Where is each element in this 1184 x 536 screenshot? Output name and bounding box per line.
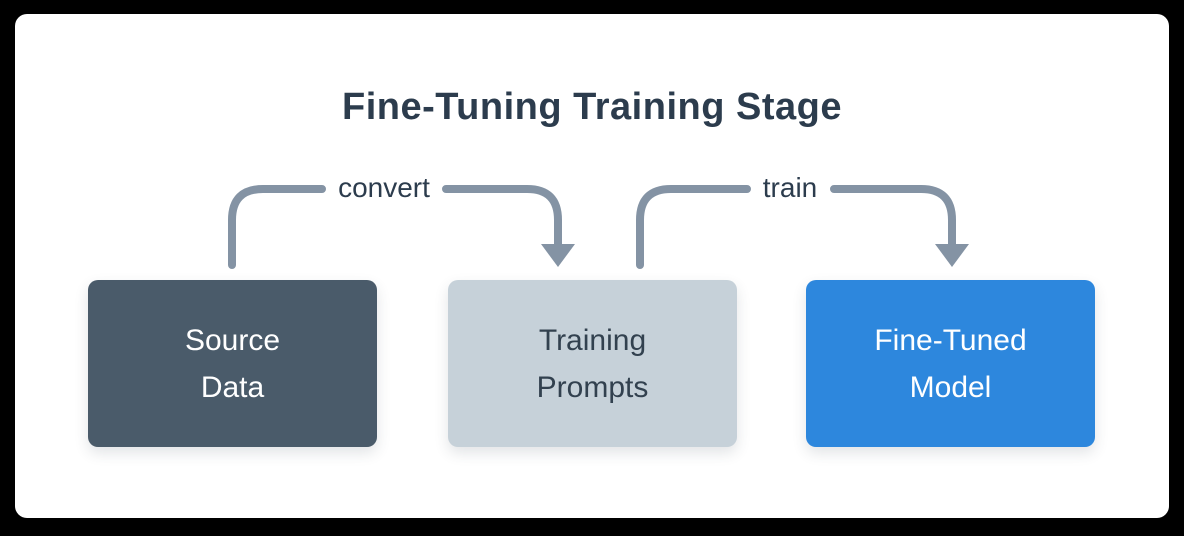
node-training-prompts: Training Prompts — [448, 280, 737, 447]
node-source-data-line2: Data — [200, 370, 265, 404]
node-fine-tuned-model-line1: Fine-Tuned — [874, 323, 1027, 357]
edge-label-convert: convert — [338, 172, 430, 203]
node-fine-tuned-model: Fine-Tuned Model — [806, 280, 1095, 447]
node-training-prompts-line1: Training — [538, 323, 647, 357]
node-fine-tuned-model-line2: Model — [909, 370, 992, 404]
node-training-prompts-line2: Prompts — [536, 370, 649, 404]
diagram-title: Fine-Tuning Training Stage — [342, 86, 842, 128]
node-source-data: Source Data — [88, 280, 377, 447]
node-source-data-line1: Source — [184, 323, 281, 357]
edge-label-train: train — [762, 172, 818, 203]
